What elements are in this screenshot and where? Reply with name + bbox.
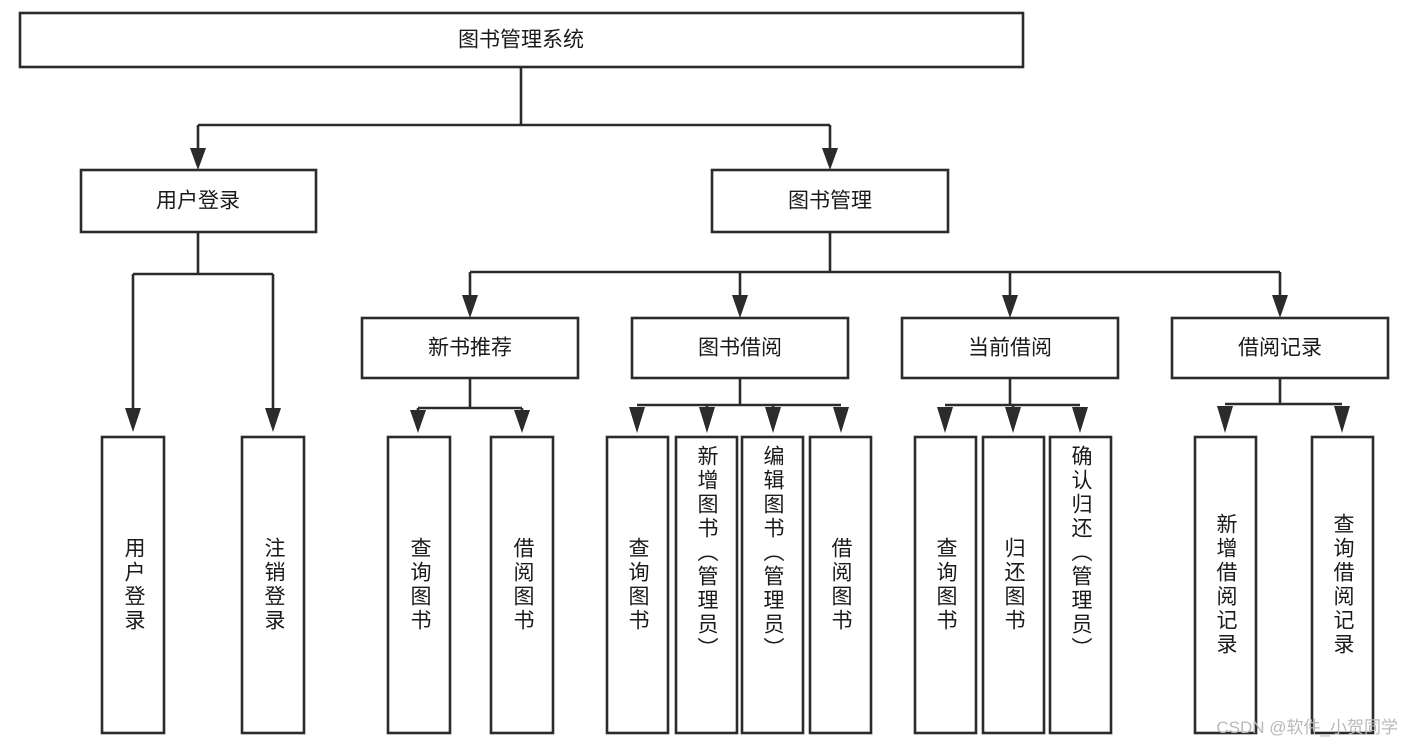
node-leaf-edit-book-box[interactable]: [740, 435, 805, 735]
connector-group-user-login-to-leaves: [125, 232, 281, 432]
node-leaf-confirm-return[interactable]: [1048, 435, 1113, 735]
node-new-book-rec[interactable]: 新书推荐: [360, 316, 580, 380]
connector-group-root-to-level2: [190, 67, 838, 170]
node-borrow-record-box[interactable]: [1170, 316, 1390, 380]
node-book-borrow-box[interactable]: [630, 316, 850, 380]
node-borrow-record[interactable]: 借阅记录: [1170, 316, 1390, 380]
arrow-head-leaf-confirm-return: [1072, 407, 1088, 433]
node-book-manage-box[interactable]: [710, 168, 950, 234]
node-borrow-record-label: 借阅记录: [1238, 337, 1322, 360]
node-book-borrow[interactable]: 图书借阅: [630, 316, 850, 380]
node-leaf-return-book[interactable]: [981, 435, 1046, 735]
arrow-head-leaf-user-login: [125, 408, 141, 432]
node-root-label: 图书管理系统: [458, 29, 584, 52]
node-leaf-add-book-box[interactable]: [674, 435, 739, 735]
node-leaf-user-login-box[interactable]: [100, 435, 166, 735]
node-leaf-logout-box[interactable]: [240, 435, 306, 735]
node-leaf-query-book-1-box[interactable]: [386, 435, 452, 735]
arrow-head-leaf-add-record: [1217, 406, 1233, 433]
node-leaf-confirm-return-box[interactable]: [1048, 435, 1113, 735]
node-book-manage-label: 图书管理: [788, 190, 872, 213]
node-leaf-return-book-box[interactable]: [981, 435, 1046, 735]
arrow-head-user-login: [190, 148, 206, 170]
node-leaf-query-book-2[interactable]: [605, 435, 670, 735]
node-user-login[interactable]: 用户登录: [79, 168, 318, 234]
node-leaf-add-record[interactable]: [1193, 435, 1258, 735]
node-new-book-rec-label: 新书推荐: [428, 337, 512, 360]
connector-group-borrow-record-to-leaves: [1217, 378, 1350, 433]
connector-group-new-book-rec-to-leaves: [410, 378, 530, 433]
arrow-head-leaf-borrow-book-1: [514, 410, 530, 433]
node-leaf-borrow-book-2[interactable]: [808, 435, 873, 735]
node-leaf-query-book-3[interactable]: [913, 435, 978, 735]
arrow-head-leaf-query-book-2: [629, 407, 645, 433]
connector-group-book-borrow-to-leaves: [629, 378, 849, 433]
node-leaf-query-record[interactable]: [1310, 435, 1375, 735]
arrow-head-leaf-borrow-book-2: [833, 407, 849, 433]
node-book-borrow-label: 图书借阅: [698, 337, 782, 360]
arrow-head-leaf-logout: [265, 408, 281, 432]
arrow-head-book-manage: [822, 148, 838, 170]
arrow-head-leaf-query-book-3: [937, 407, 953, 433]
arrow-head-leaf-query-book-1: [410, 410, 426, 433]
node-leaf-edit-book[interactable]: [740, 435, 805, 735]
watermark: CSDN @软件_小贺同学: [1216, 718, 1398, 737]
node-leaf-borrow-book-2-box[interactable]: [808, 435, 873, 735]
arrow-head-leaf-add-book: [699, 407, 715, 433]
node-new-book-rec-box[interactable]: [360, 316, 580, 380]
arrow-head-new-book-rec: [462, 295, 478, 318]
node-leaf-query-book-2-box[interactable]: [605, 435, 670, 735]
node-current-borrow-box[interactable]: [900, 316, 1120, 380]
node-leaf-borrow-book-1-box[interactable]: [489, 435, 555, 735]
connector-group-book-manage-to-level3: [462, 232, 1288, 318]
node-root-box[interactable]: [18, 11, 1025, 69]
node-root[interactable]: 图书管理系统: [18, 11, 1025, 69]
node-leaf-add-book[interactable]: [674, 435, 739, 735]
node-current-borrow-label: 当前借阅: [968, 337, 1052, 360]
node-book-manage[interactable]: 图书管理: [710, 168, 950, 234]
node-leaf-user-login[interactable]: [100, 435, 166, 735]
arrow-head-leaf-return-book: [1005, 407, 1021, 433]
node-leaf-logout[interactable]: [240, 435, 306, 735]
node-user-login-label: 用户登录: [156, 190, 240, 213]
node-user-login-box[interactable]: [79, 168, 318, 234]
connector-group-current-borrow-to-leaves: [937, 378, 1088, 433]
node-leaf-borrow-book-1[interactable]: [489, 435, 555, 735]
arrow-head-book-borrow: [732, 295, 748, 318]
node-current-borrow[interactable]: 当前借阅: [900, 316, 1120, 380]
node-leaf-add-record-box[interactable]: [1193, 435, 1258, 735]
arrow-head-leaf-query-record: [1334, 406, 1350, 433]
node-leaf-query-book-3-box[interactable]: [913, 435, 978, 735]
node-leaf-query-record-box[interactable]: [1310, 435, 1375, 735]
arrow-head-leaf-edit-book: [765, 407, 781, 433]
arrow-head-borrow-record: [1272, 295, 1288, 318]
arrow-head-current-borrow: [1002, 295, 1018, 318]
node-leaf-query-book-1[interactable]: [386, 435, 452, 735]
